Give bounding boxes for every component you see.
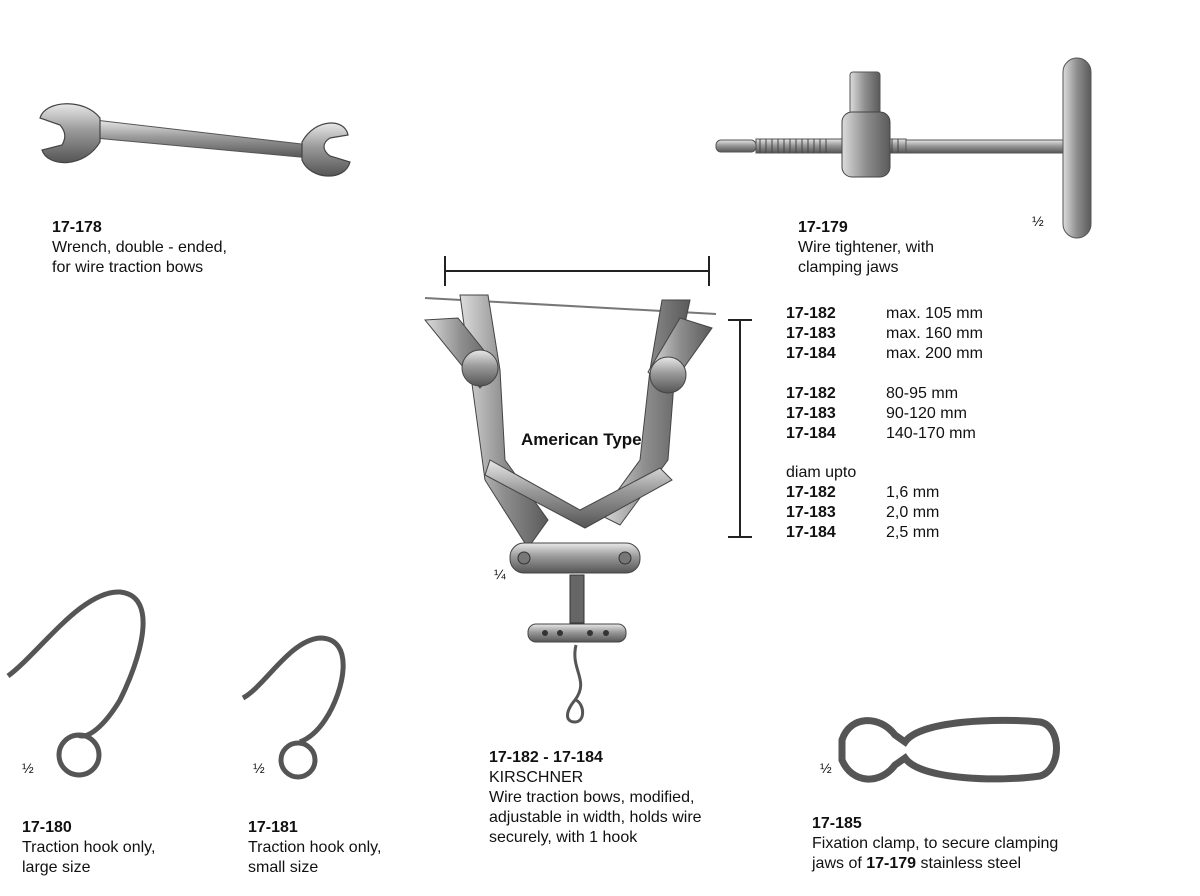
- wire-tightener-illustration: [715, 57, 1092, 239]
- product-17-180: 17-180 Traction hook only, large size: [22, 818, 155, 878]
- product-desc-line: Wrench, double - ended,: [52, 239, 227, 256]
- spec-row: 17-184 140-170 mm: [786, 424, 976, 444]
- spec-code: 17-184: [786, 425, 836, 442]
- product-17-182-184: 17-182 - 17-184 KIRSCHNER Wire traction …: [489, 748, 702, 848]
- fixation-clamp-illustration: [838, 716, 1060, 783]
- spec-code: 17-183: [786, 405, 836, 422]
- product-17-185: 17-185 Fixation clamp, to secure clampin…: [812, 814, 1058, 874]
- scale-label-17-185: ½: [820, 760, 832, 776]
- spec-row: 17-182 80-95 mm: [786, 384, 976, 404]
- spec-code: 17-183: [786, 325, 836, 342]
- product-desc-line: KIRSCHNER: [489, 769, 584, 786]
- spec-value: max. 160 mm: [886, 325, 983, 342]
- spec-row: 17-183 2,0 mm: [786, 503, 939, 523]
- scale-label-17-180: ½: [22, 760, 34, 776]
- product-code: 17-179: [798, 219, 848, 236]
- product-desc-line: clamping jaws: [798, 259, 899, 276]
- spec-row: 17-183 90-120 mm: [786, 404, 976, 424]
- product-desc-line: Wire tightener, with: [798, 239, 935, 256]
- spec-code: 17-182: [786, 484, 836, 501]
- product-desc-line: Wire traction bows, modified,: [489, 789, 695, 806]
- desc-text: stainless steel: [916, 855, 1022, 872]
- traction-hook-large-illustration: [6, 589, 146, 778]
- type-label: American Type: [521, 430, 642, 449]
- desc-ref-code: 17-179: [866, 855, 917, 872]
- spec-code: 17-184: [786, 345, 836, 362]
- product-desc-line: large size: [22, 859, 91, 876]
- product-desc-line: Traction hook only,: [248, 839, 382, 856]
- product-code: 17-181: [248, 819, 298, 836]
- spec-value: 140-170 mm: [886, 425, 976, 442]
- product-desc-line: for wire traction bows: [52, 259, 204, 276]
- product-desc-line: adjustable in width, holds wire: [489, 809, 702, 826]
- product-desc-line: small size: [248, 859, 319, 876]
- spec-value: 1,6 mm: [886, 484, 940, 501]
- spec-row: 17-182 max. 105 mm: [786, 304, 983, 324]
- spec-code: 17-183: [786, 504, 836, 521]
- spec-value: 2,0 mm: [886, 504, 940, 521]
- spec-group-title: diam upto: [786, 464, 857, 481]
- product-code: 17-178: [52, 219, 102, 236]
- traction-bow-illustration: [424, 256, 752, 724]
- spec-group-length: 17-182 max. 105 mm 17-183 max. 160 mm 17-1…: [786, 304, 983, 364]
- product-desc-line: Fixation clamp, to secure clamping: [812, 835, 1059, 852]
- traction-hook-small-illustration: [241, 635, 346, 780]
- product-desc-line: jaws of 17-179 stainless steel: [812, 854, 1058, 874]
- product-17-179: 17-179 Wire tightener, with clamping jaw…: [798, 218, 934, 278]
- scale-label-17-182: ¼: [494, 566, 506, 582]
- spec-value: 2,5 mm: [886, 524, 940, 541]
- wrench-illustration: [39, 103, 351, 177]
- spec-value: 90-120 mm: [886, 405, 967, 422]
- spec-value: max. 105 mm: [886, 305, 983, 322]
- product-desc-line: Traction hook only,: [22, 839, 156, 856]
- spec-row: 17-183 max. 160 mm: [786, 324, 983, 344]
- product-code: 17-180: [22, 819, 72, 836]
- product-17-178: 17-178 Wrench, double - ended, for wire …: [52, 218, 227, 278]
- spec-code: 17-184: [786, 524, 836, 541]
- spec-row: 17-184 2,5 mm: [786, 523, 939, 543]
- spec-group-width: 17-182 80-95 mm 17-183 90-120 mm 17-184 140…: [786, 384, 976, 444]
- scale-label-17-179: ½: [1032, 213, 1044, 229]
- spec-value: 80-95 mm: [886, 385, 959, 402]
- spec-group-diameter: diam upto 17-182 1,6 mm 17-183 2,0 mm 17-1…: [786, 463, 939, 543]
- scale-label-17-181: ½: [253, 760, 265, 776]
- spec-code: 17-182: [786, 305, 836, 322]
- product-17-181: 17-181 Traction hook only, small size: [248, 818, 381, 878]
- spec-code: 17-182: [786, 385, 836, 402]
- spec-row: 17-184 max. 200 mm: [786, 344, 983, 364]
- spec-value: max. 200 mm: [886, 345, 983, 362]
- product-code: 17-185: [812, 815, 862, 832]
- product-code: 17-182 - 17-184: [489, 749, 603, 766]
- spec-row: 17-182 1,6 mm: [786, 483, 939, 503]
- desc-text: jaws of: [812, 855, 867, 872]
- product-desc-line: securely, with 1 hook: [489, 829, 638, 846]
